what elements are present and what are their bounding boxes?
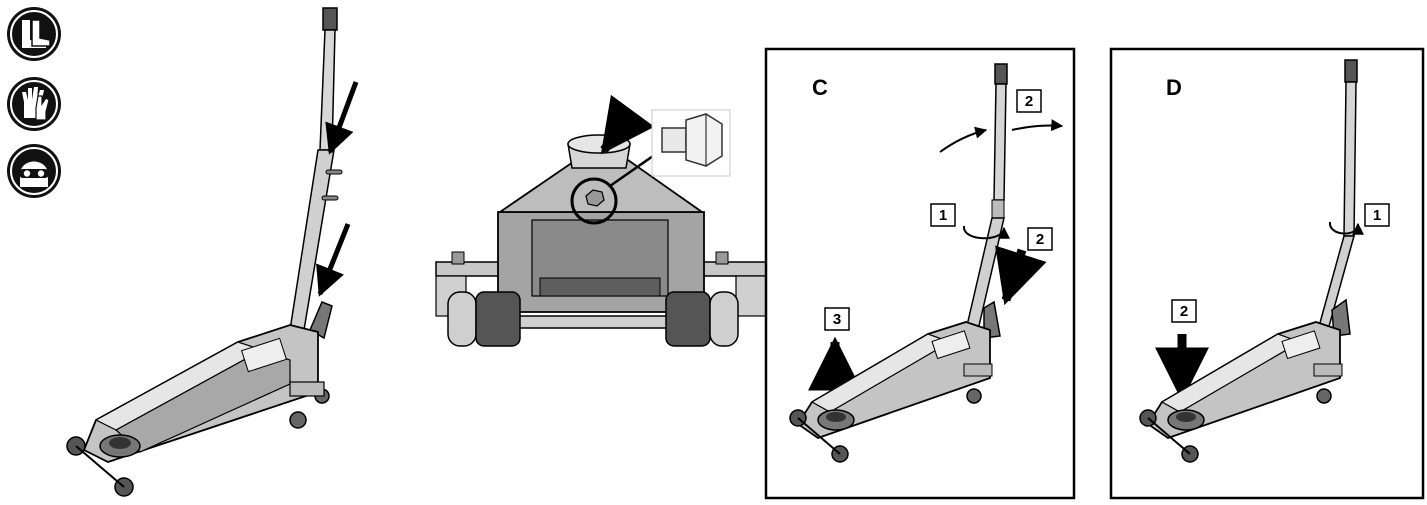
caster-wheel xyxy=(447,291,477,347)
protective-gloves-icon xyxy=(7,77,61,131)
jack-front-view xyxy=(435,94,767,347)
rear-wheel xyxy=(966,388,982,404)
step-label: 2 xyxy=(1025,93,1033,110)
handle-grip xyxy=(322,7,338,31)
rear-wheel xyxy=(1316,388,1332,404)
axle xyxy=(515,315,687,329)
insert-arrow xyxy=(325,81,359,155)
press-pedal-arrow xyxy=(995,245,1047,306)
panel-d-frame xyxy=(1109,47,1425,500)
step-label: 2 xyxy=(1180,303,1188,320)
handle-pin xyxy=(321,195,339,201)
locking-nut xyxy=(585,189,605,207)
insert-arrow xyxy=(316,223,351,297)
nut-detail-icon xyxy=(685,113,723,167)
step-label: 3 xyxy=(833,311,841,328)
handle-grip xyxy=(994,63,1008,85)
nut-highlight-circle xyxy=(570,177,618,225)
handle xyxy=(1343,81,1357,237)
handle-grip xyxy=(1344,59,1358,83)
panel-d-letter: D xyxy=(1166,75,1182,100)
press-arrow xyxy=(600,94,655,155)
safety-goggles-icon xyxy=(7,144,61,198)
rotate-arrow xyxy=(1329,221,1364,235)
nut-detail-inset xyxy=(651,109,731,177)
handle xyxy=(993,83,1007,201)
safety-boots-icon xyxy=(7,7,61,61)
panel-c: C 2 1 2 3 xyxy=(764,47,1076,500)
handle-lower-section xyxy=(289,149,335,331)
step-label: 1 xyxy=(1373,207,1381,224)
rear-wheel xyxy=(289,411,307,429)
ppe-icons xyxy=(7,7,61,198)
jack-handle-assembly xyxy=(66,7,359,497)
step-label: 1 xyxy=(939,207,947,224)
foot-pedal xyxy=(309,301,333,340)
panel-d: D 1 2 xyxy=(1109,47,1425,500)
panel-c-letter: C xyxy=(812,75,828,100)
caster-wheel xyxy=(709,291,739,347)
panel-c-frame xyxy=(764,47,1076,500)
step-label: 2 xyxy=(1036,231,1044,248)
front-wheel xyxy=(665,291,711,347)
swing-arrow-right xyxy=(1011,119,1064,132)
front-wheel xyxy=(475,291,521,347)
rotate-arrow xyxy=(963,225,1010,240)
handle-upper-section xyxy=(319,29,336,151)
swing-arrow-left xyxy=(939,126,988,153)
handle-pin xyxy=(325,169,343,175)
